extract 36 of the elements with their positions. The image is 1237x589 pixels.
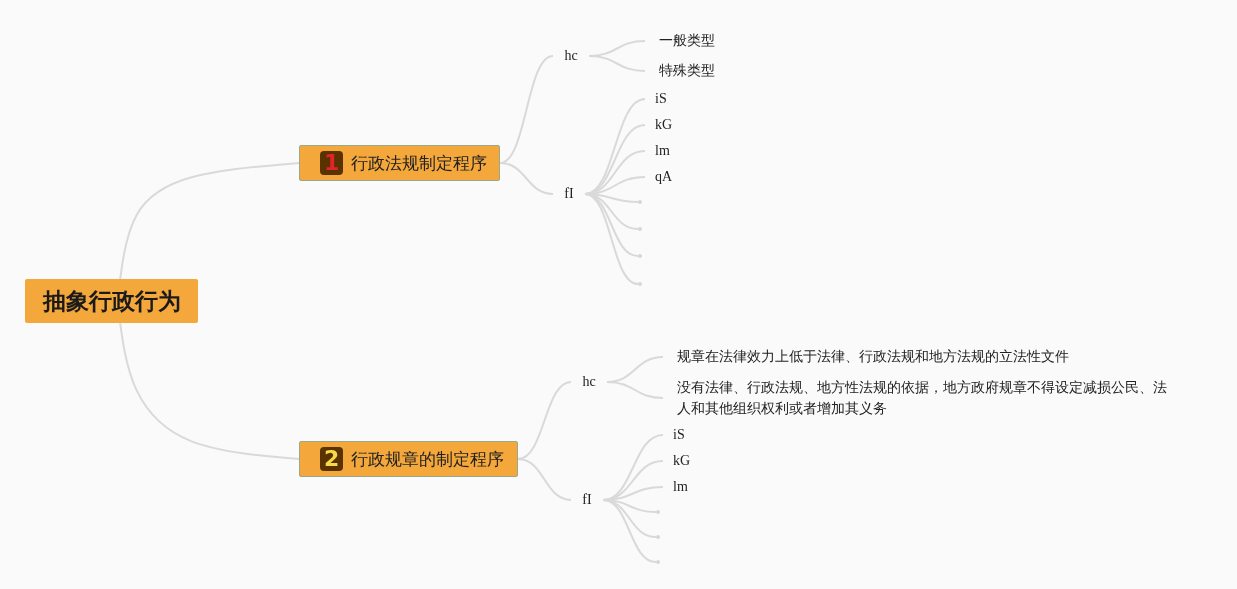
branch-line [499, 162, 554, 195]
topic-label: kG [645, 114, 705, 136]
main-topic-box [299, 145, 500, 181]
branch-end-dot [656, 535, 660, 539]
topic-label: 规章在法律效力上低于法律、行政法规和地方法规的立法性文件 [663, 346, 1083, 368]
branch-line [119, 162, 300, 280]
subtopic-label: fI [553, 183, 585, 205]
topic-label: 特殊类型 [645, 60, 735, 82]
branch-line [584, 193, 639, 285]
branch-line [517, 458, 572, 501]
central-topic: 抽象行政行为 [25, 279, 198, 323]
topic-label: kG [663, 450, 723, 472]
number-marker: 2 [320, 447, 344, 471]
branch-end-dot [656, 560, 660, 564]
branch-end-dot [638, 282, 642, 286]
subtopic-label: hc [553, 45, 589, 67]
topic-label: 没有法律、行政法规、地方性法规的依据，地方政府规章不得设定减损公民、法人和其他组织权利或者增加其义务 [663, 376, 1173, 420]
branch-line [119, 322, 300, 460]
main-topic-box [299, 441, 518, 477]
topic-label: iS [663, 424, 723, 446]
branch-line [602, 499, 657, 563]
topic-label: 行政法规制定程序 [351, 152, 488, 175]
branch-end-dot [638, 227, 642, 231]
topic-label: lm [663, 476, 723, 498]
branch-end-dot [656, 510, 660, 514]
topic-label: lm [645, 140, 705, 162]
branch-end-dot [638, 254, 642, 258]
branch-end-dot [638, 200, 642, 204]
topic-label: qA [645, 166, 705, 188]
branch-line [588, 55, 646, 72]
topic-label: 行政规章的制定程序 [351, 448, 505, 471]
number-marker: 1 [320, 151, 344, 175]
topic-label: 一般类型 [645, 30, 735, 52]
subtopic-label: hc [571, 371, 607, 393]
topic-label: iS [645, 88, 705, 110]
subtopic-label: fI [571, 489, 603, 511]
